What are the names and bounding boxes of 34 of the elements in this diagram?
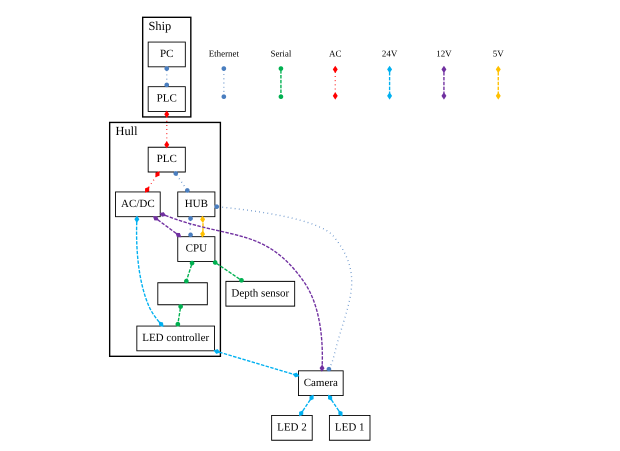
connector (298, 394, 314, 416)
connector (175, 304, 182, 326)
connector (158, 212, 324, 372)
node-box: CPU (176, 236, 215, 262)
connector (212, 348, 300, 377)
node-box: PLC (147, 146, 186, 172)
legend-label: 5V (492, 48, 504, 58)
connector (200, 215, 205, 238)
legend-label: AC (328, 48, 341, 58)
connector (172, 170, 190, 192)
node-box: LED controller (136, 325, 214, 351)
node-box: PLC (147, 86, 186, 112)
connector (134, 215, 164, 326)
legend-label: Ethernet (208, 48, 238, 58)
node-box: Depth sensor (224, 280, 295, 306)
legend-label: 12V (436, 48, 452, 58)
node-box: PC (147, 41, 186, 67)
node-box: HUB (176, 191, 215, 217)
connector (212, 260, 244, 282)
connector (188, 216, 192, 237)
connector (328, 394, 342, 416)
connector (214, 204, 352, 372)
connector (184, 260, 194, 283)
node-box: Camera (298, 370, 344, 396)
legend-label: 24V (381, 48, 397, 58)
connector (164, 66, 169, 87)
node-box (156, 282, 208, 305)
node-box: LED 2 (270, 414, 312, 440)
connector (152, 216, 181, 237)
node-box: AC/DC (114, 191, 160, 217)
legend-label: Serial (270, 48, 291, 58)
connector (164, 110, 169, 148)
connector (144, 170, 160, 192)
node-box: LED 1 (328, 414, 370, 440)
